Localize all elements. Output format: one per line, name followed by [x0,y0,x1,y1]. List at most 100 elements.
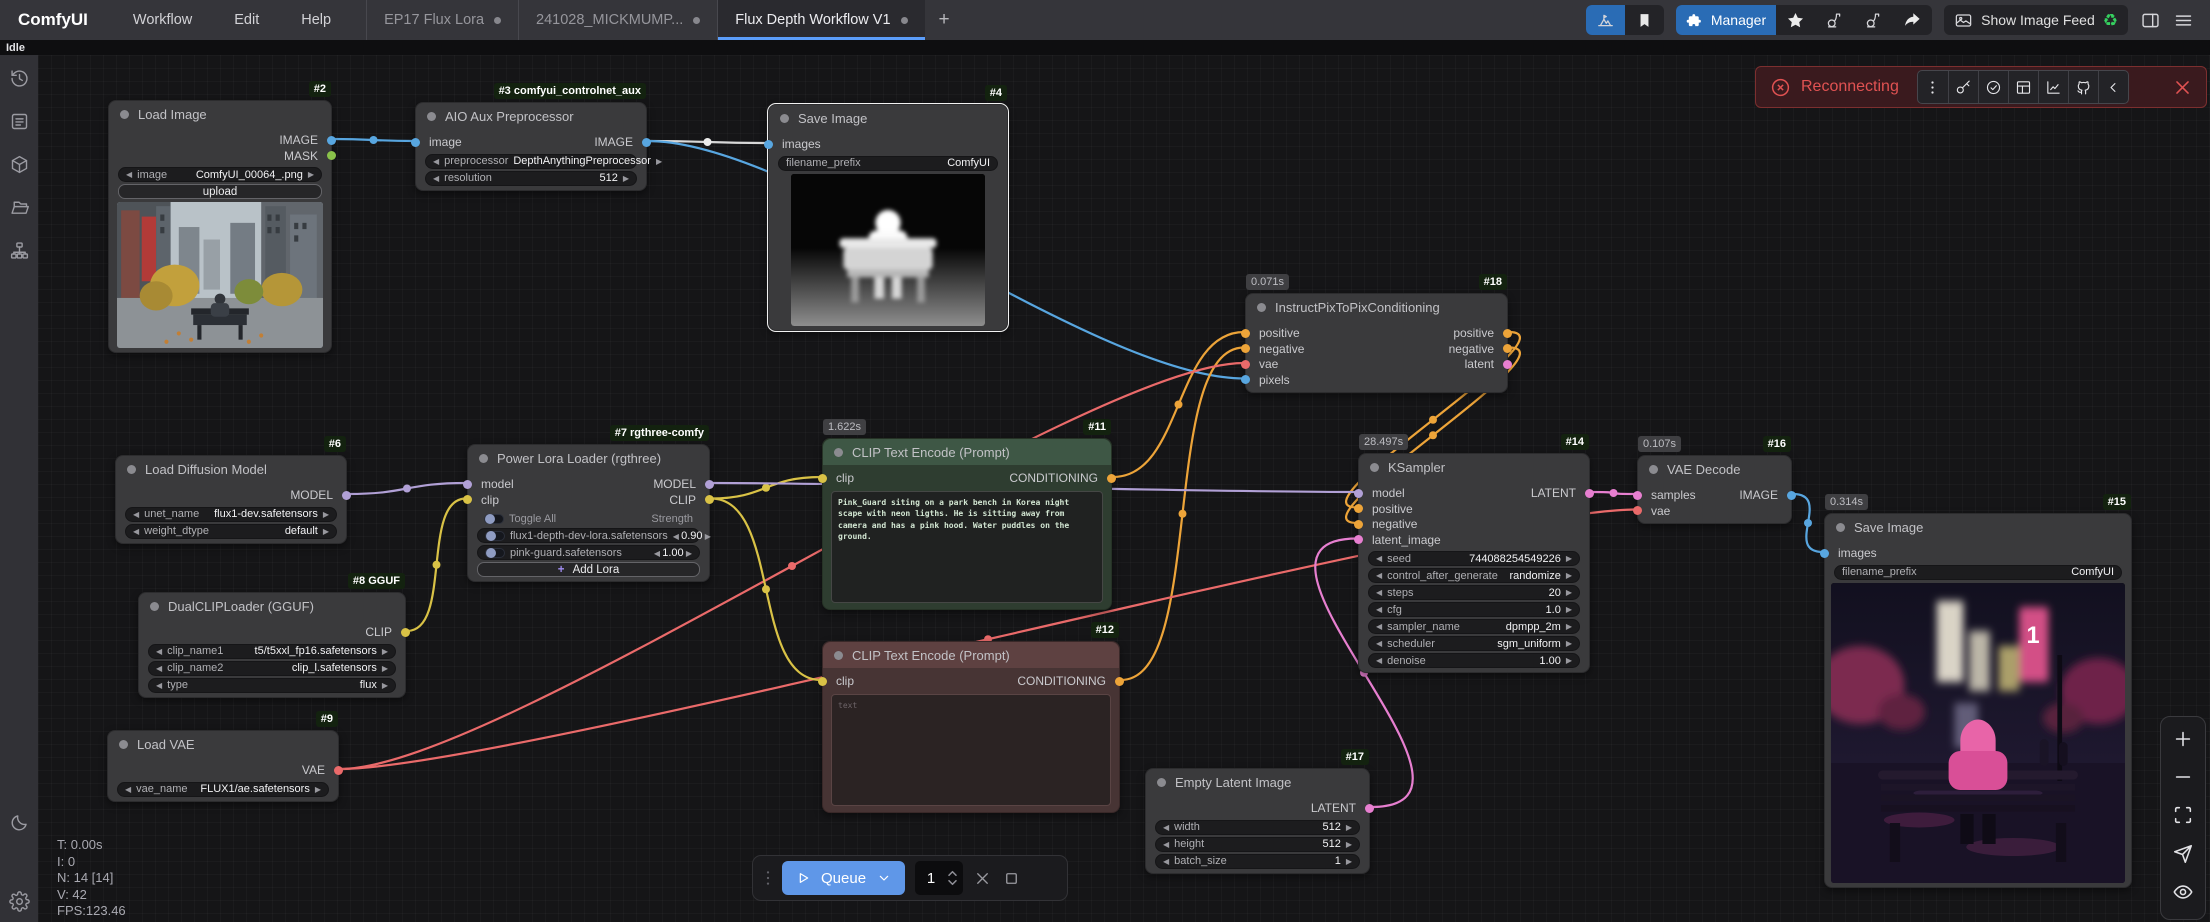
combo-next-arrow[interactable]: ▶ [308,170,314,179]
collapse-dot-icon[interactable] [1836,523,1845,532]
workflows-folder-icon[interactable] [9,197,30,218]
share-button[interactable] [1893,5,1932,35]
widget-combo-weight-dtype[interactable]: ◀weight_dtypedefault▶ [125,524,337,539]
menu-workflow[interactable]: Workflow [112,0,213,40]
batch-count-input[interactable]: 1 [915,861,963,895]
check-circle-icon[interactable] [1978,71,2008,103]
widget-combo-control-after-generate[interactable]: ◀control_after_generaterandomize▶ [1368,568,1580,583]
node-title-bar[interactable]: Load Diffusion Model [116,456,346,482]
input-slot-negative[interactable] [1241,344,1250,353]
collapse-dot-icon[interactable] [834,651,843,660]
zoom-out-button[interactable] [2172,766,2194,793]
combo-prev-arrow[interactable]: ◀ [1376,588,1382,597]
key-icon[interactable] [1948,71,1978,103]
tab-unsaved-dot[interactable] [901,17,908,24]
widget-combo-clip-name1[interactable]: ◀clip_name1t5/t5xxl_fp16.safetensors▶ [148,644,396,659]
combo-next-arrow[interactable]: ▶ [323,510,329,519]
fit-view-button[interactable] [2172,804,2194,831]
output-slot-vae[interactable] [334,766,343,775]
combo-next-arrow[interactable]: ▶ [382,664,388,673]
collapse-dot-icon[interactable] [834,448,843,457]
combo-prev-arrow[interactable]: ◀ [1163,840,1169,849]
stepper-down-icon[interactable] [947,879,958,886]
zoom-in-button[interactable] [2172,728,2194,755]
collapse-dot-icon[interactable] [127,465,136,474]
clear-queue-button[interactable] [973,869,992,888]
input-slot-clip[interactable] [818,474,827,483]
node-map-icon[interactable] [9,240,30,261]
close-banner-button[interactable] [2173,78,2192,97]
output-slot-negative[interactable] [1503,344,1512,353]
input-slot-samples[interactable] [1633,491,1642,500]
combo-prev-arrow[interactable]: ◀ [1163,857,1169,866]
prompt-textarea[interactable]: Pink_Guard siting on a park bench in Kor… [831,491,1103,603]
node-title-bar[interactable]: KSampler [1359,454,1589,480]
output-slot-mask[interactable] [327,151,336,160]
combo-prev-arrow[interactable]: ◀ [433,174,439,183]
widget-text-filename-prefix[interactable]: filename_prefixComfyUI [778,156,998,171]
widget-combo-image[interactable]: ◀imageComfyUI_00064_.png▶ [118,167,322,182]
stop-button[interactable] [1002,869,1021,888]
node-title-bar[interactable]: CLIP Text Encode (Prompt) [823,642,1119,668]
input-slot-images[interactable] [1820,549,1829,558]
input-slot-clip[interactable] [818,677,827,686]
combo-next-arrow[interactable]: ▶ [1566,622,1572,631]
combo-prev-arrow[interactable]: ◀ [1376,622,1382,631]
widget-combo-steps[interactable]: ◀steps20▶ [1368,585,1580,600]
output-slot-model[interactable] [705,480,714,489]
combo-next-arrow[interactable]: ▶ [1566,656,1572,665]
history-icon[interactable] [9,68,30,89]
node-instructpixtopixconditioning-18[interactable]: 0.071s#18InstructPixToPixConditioningpos… [1245,293,1508,393]
model-library-icon[interactable] [9,154,30,175]
combo-prev-arrow[interactable]: ◀ [125,785,131,794]
widget-combo-batch-size[interactable]: ◀batch_size1▶ [1155,854,1360,869]
node-title-bar[interactable]: Save Image [1825,514,2131,540]
combo-next-arrow[interactable]: ▶ [1566,605,1572,614]
input-slot-vae[interactable] [1633,506,1642,515]
node-title-bar[interactable]: Empty Latent Image [1146,769,1369,795]
output-slot-clip[interactable] [401,628,410,637]
widget-combo-resolution[interactable]: ◀resolution512▶ [425,171,637,186]
panel-toggle-button[interactable] [2140,10,2161,31]
workflow-gallery-button[interactable] [1586,5,1625,35]
node-title-bar[interactable]: Load VAE [108,731,338,757]
widget-combo-preprocessor[interactable]: ◀preprocessorDepthAnythingPreprocessor▶ [425,154,637,169]
settings-gear-icon[interactable] [9,891,30,912]
input-slot-negative[interactable] [1354,520,1363,529]
node-save-image-15[interactable]: 0.314s#15Save Imageimagesfilename_prefix… [1824,513,2132,888]
lora-toggle-switch[interactable] [485,531,505,541]
stepper-up-icon[interactable] [947,870,958,877]
node-title-bar[interactable]: DualCLIPLoader (GGUF) [139,593,405,619]
strength-down-arrow[interactable]: ◀ [673,532,681,541]
output-slot-conditioning[interactable] [1115,677,1124,686]
toggle-all-switch[interactable] [484,514,504,524]
tab-flux-depth-workflow[interactable]: Flux Depth Workflow V1 [717,0,924,40]
combo-next-arrow[interactable]: ▶ [1566,588,1572,597]
node-title-bar[interactable]: VAE Decode [1638,456,1791,482]
combo-prev-arrow[interactable]: ◀ [1376,639,1382,648]
collapse-dot-icon[interactable] [120,110,129,119]
output-slot-latent[interactable] [1503,360,1512,369]
node-load-diffusion-model-6[interactable]: #6Load Diffusion ModelMODEL◀unet_nameflu… [115,455,347,544]
output-slot-positive[interactable] [1503,329,1512,338]
output-slot-latent[interactable] [1365,804,1374,813]
node-aio-aux-preprocessor-3[interactable]: #3 comfyui_controlnet_auxAIO Aux Preproc… [415,102,647,191]
combo-next-arrow[interactable]: ▶ [1566,639,1572,648]
chart-icon[interactable] [2038,71,2068,103]
queue-button[interactable]: Queue [782,861,905,895]
widget-combo-unet-name[interactable]: ◀unet_nameflux1-dev.safetensors▶ [125,507,337,522]
prompt-textarea[interactable]: text [831,694,1111,806]
node-title-bar[interactable]: Save Image [769,105,1007,131]
lora-row-pink-guard-safetensors[interactable]: pink-guard.safetensors◀ 1.00 ▶ [477,545,700,560]
bookmark-button[interactable] [1625,5,1664,35]
combo-prev-arrow[interactable]: ◀ [1376,656,1382,665]
node-clip-text-encode-prompt-11[interactable]: 1.622s#11CLIP Text Encode (Prompt)clipCO… [822,438,1112,610]
node-power-lora-loader-rgthree-7[interactable]: #7 rgthree-comfyPower Lora Loader (rgthr… [467,444,710,582]
widget-combo-sampler-name[interactable]: ◀sampler_namedpmpp_2m▶ [1368,619,1580,634]
lora-row-flux1-depth-dev-lora-safetensors[interactable]: flux1-depth-dev-lora.safetensors◀ 0.90 ▶ [477,528,700,543]
add-lora-button[interactable]: + Add Lora [477,562,700,577]
output-slot-image[interactable] [642,138,651,147]
combo-prev-arrow[interactable]: ◀ [156,681,162,690]
node-load-image-2[interactable]: #2Load ImageIMAGEMASK◀imageComfyUI_00064… [108,100,332,353]
combo-next-arrow[interactable]: ▶ [623,174,629,183]
